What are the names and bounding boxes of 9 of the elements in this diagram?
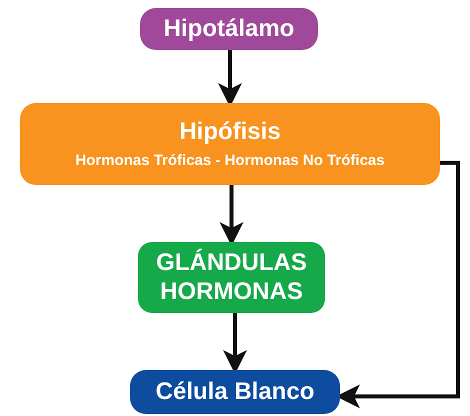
process-box xyxy=(20,103,440,185)
process-box xyxy=(130,370,340,414)
box-title: Célula Blanco xyxy=(156,378,314,406)
process-box xyxy=(140,8,318,50)
box-title: GLÁNDULAS HORMONAS xyxy=(155,248,308,306)
box-title: Hipófisis xyxy=(179,118,281,146)
subtitle-text: Hormonas Tróficas - Hormonas No Tróficas xyxy=(75,152,385,170)
box-title: Hipotálamo xyxy=(164,14,294,44)
process-box xyxy=(138,242,325,313)
